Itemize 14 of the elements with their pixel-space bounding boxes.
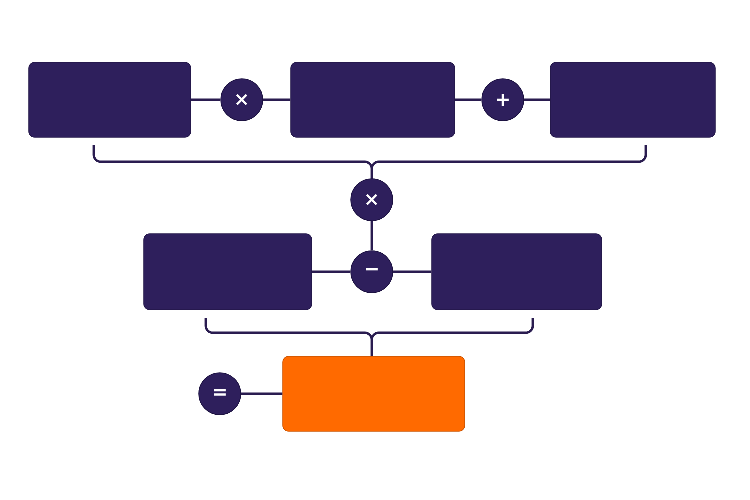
connector-line bbox=[455, 98, 482, 102]
connector-line bbox=[393, 270, 432, 274]
highlighted-box bbox=[282, 356, 466, 432]
connector-line bbox=[263, 98, 291, 102]
blank-box bbox=[432, 234, 602, 310]
blank-box bbox=[144, 234, 312, 310]
connector-line bbox=[524, 98, 550, 102]
connector-line bbox=[370, 221, 374, 251]
blank-box bbox=[28, 62, 192, 138]
connector-line bbox=[312, 270, 351, 274]
connector-line bbox=[191, 98, 221, 102]
connector-line bbox=[241, 392, 283, 396]
blank-box bbox=[290, 62, 456, 138]
blank-box bbox=[550, 62, 716, 138]
